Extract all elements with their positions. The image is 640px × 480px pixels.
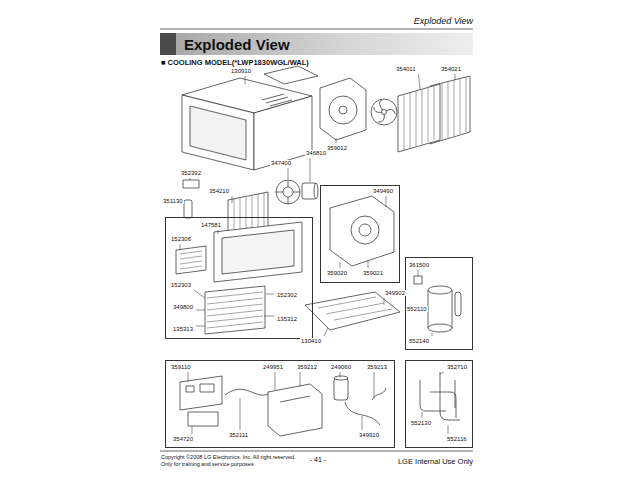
callout-number: 354011 [395,66,417,72]
leader-line [324,328,328,336]
leader-line [384,298,385,305]
orifice-shroud [330,196,394,266]
leader-line [336,138,337,143]
front-grille-parts [176,222,302,334]
callout-number: 152303 [170,282,192,288]
callout-number: 346810 [305,150,327,156]
leader-line [418,270,419,276]
footer-note: LGE Internal Use Only [398,458,473,466]
callout-number: 359021 [362,270,384,276]
callout-number: 354021 [440,66,462,72]
callout-number: 130410 [300,338,322,344]
top-plate [264,66,318,84]
header-rule [160,29,473,30]
electrical-parts [180,376,386,436]
leader-line [300,372,301,386]
leader-line [190,178,191,180]
leader-line [340,372,341,377]
copyright-note: Copyright ©2008 LG Electronics. Inc. All… [161,455,296,461]
callout-number: 130910 [230,68,252,74]
callout-number: 152302 [276,292,298,298]
leader-line [288,168,289,179]
callout-number: 349490 [372,188,394,194]
leader-line [448,425,449,434]
leader-line [194,290,205,298]
leader-line [192,426,193,434]
callout-number: 135313 [172,326,194,332]
callout-number: 347400 [270,160,292,166]
parts-group-frame: 361500 552110 552140 [405,257,473,350]
leader-line [362,416,363,430]
leader-line [266,294,274,295]
callout-number: 361500 [408,262,430,268]
leader-line [188,372,189,382]
title-banner: Exploded View [160,33,473,55]
page-header: Exploded View [414,17,473,26]
callout-number: 552130 [410,420,432,426]
leader-line [218,230,219,234]
leader-line [264,316,274,317]
callout-number: 249951 [262,364,284,370]
callout-number: 552140 [408,338,430,344]
leader-line [240,398,241,430]
callout-number: 352710 [446,364,468,370]
callout-number: 152306 [170,236,192,242]
copyright-note: Only for training and service purposes [161,462,254,468]
leader-line [386,196,387,207]
remote-control [184,200,192,218]
callout-number: 135312 [276,316,298,322]
callout-number: 359020 [326,270,348,276]
callout-number: 359213 [366,364,388,370]
callout-number: 552110 [406,306,428,312]
fan-shroud-panel [320,78,366,140]
footer-rule [160,451,473,452]
callout-number: 552116 [446,436,468,442]
condenser-coil [398,76,470,152]
leader-line [180,244,181,250]
control-panel [183,180,199,188]
section-heading: ■ COOLING MODEL(*LWP1830WGL/WAL) [161,59,309,67]
leader-line [196,310,205,311]
callout-number: 354210 [208,188,230,194]
leader-line [455,74,456,80]
leader-line [310,158,311,182]
leader-line [440,372,444,374]
base-pan [305,292,400,330]
leader-line [432,333,433,336]
callout-number: 359212 [296,364,318,370]
callout-number: 147581 [200,222,222,228]
blower-motor [276,180,318,204]
parts-group-frame: 359110 249951 359212 249060 359213 352111 3547… [165,360,395,448]
leader-line [275,372,276,390]
callout-number: 352111 [228,432,249,438]
callout-number: 354720 [172,436,194,442]
leader-line [196,326,205,327]
parts-group-frame: 147581 152306 152303 349800 152302 135312 1353… [165,217,313,339]
parts-group-frame: 352710 552130 552116 [405,360,473,448]
callout-number: 352392 [180,170,202,176]
callout-number: 249060 [330,364,352,370]
leader-line [368,260,369,268]
callout-number: 349910 [358,432,380,438]
callout-number: 359110 [170,364,192,370]
condenser-fan [371,99,397,125]
leader-line [232,196,233,203]
page-number: - 41 - [310,456,326,463]
callout-number: 349902 [384,290,406,296]
leader-line [245,76,246,84]
banner-title: Exploded View [184,37,290,52]
callout-number: 349800 [172,304,194,310]
refrigerant-piping [420,372,460,420]
cabinet [182,78,312,170]
callout-number: 359012 [326,145,348,151]
compressor [414,276,461,332]
leader-line [419,74,420,90]
leader-line [374,372,375,398]
leader-line [340,262,341,268]
callout-number: 351130 [162,198,184,204]
parts-group-frame: 349490 359020 359021 [320,185,400,283]
leader-line [422,412,423,418]
